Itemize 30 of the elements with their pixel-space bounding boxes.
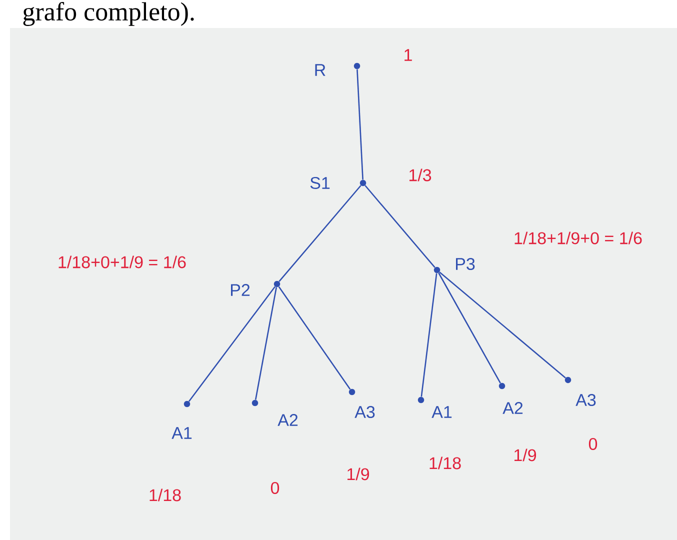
probability-value: 1/9 <box>514 448 536 462</box>
probability-value: 1/18 <box>430 456 461 470</box>
tree-edge <box>438 272 501 384</box>
probability-value: 1/18+1/9+0 = 1/6 <box>514 232 642 244</box>
heading-text: grafo completo). <box>23 2 194 26</box>
tree-edge <box>439 272 566 378</box>
tree-edge <box>356 69 364 180</box>
probability-value: 1/18+0+1/9 = 1/6 <box>58 256 186 268</box>
node-label: P3 <box>456 258 475 270</box>
probability-value: 1 <box>404 49 412 61</box>
tree-edge <box>188 286 276 402</box>
tree-edge <box>278 185 362 282</box>
node-label: A1 <box>172 427 192 439</box>
node-label: S1 <box>310 176 330 189</box>
tree-edge <box>364 185 436 268</box>
node-label: A3 <box>576 394 596 406</box>
probability-value: 0 <box>270 482 280 494</box>
node-label: A2 <box>278 414 298 426</box>
node-label: A2 <box>502 402 523 414</box>
node-label: R <box>315 64 326 76</box>
tree-edge <box>420 273 438 397</box>
tree-edge <box>254 287 278 400</box>
node-label: A3 <box>354 406 375 418</box>
probability-value: 1/3 <box>410 168 432 182</box>
probability-value: 0 <box>588 438 598 450</box>
node-label: P2 <box>231 284 250 296</box>
tree-edge <box>278 286 351 390</box>
probability-value: 1/18 <box>150 488 181 502</box>
node-label: A1 <box>432 406 452 418</box>
probability-value: 1/9 <box>348 468 370 480</box>
